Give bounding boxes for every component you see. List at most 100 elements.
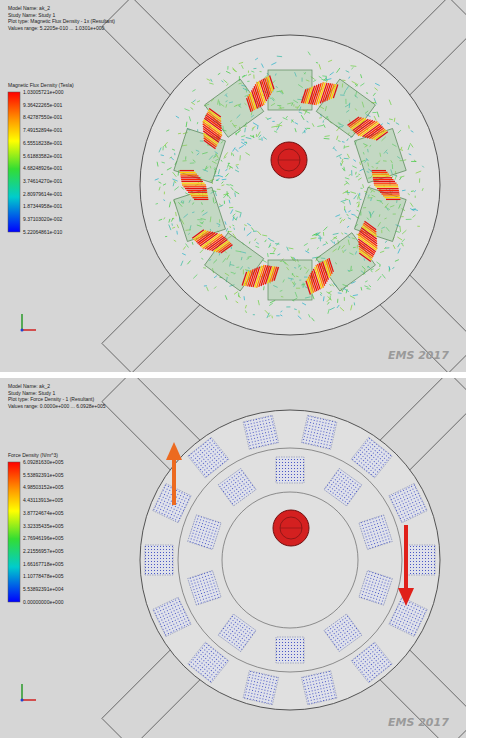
flux-vector [416,171,422,173]
axis-triad [21,684,37,702]
flux-vector [253,135,254,138]
flux-vector [228,231,232,232]
scale-value: 2.80979614e-001 [23,192,62,197]
flux-band [385,197,401,198]
flux-vector [178,133,181,135]
flux-vector [338,292,342,294]
flux-vector [350,296,355,299]
shaft-line [280,528,302,529]
flux-vector [197,129,198,131]
outer-magnet [153,597,191,636]
flux-vector [253,68,256,69]
flux-band [359,248,373,258]
force-dots [145,545,173,575]
flux-vector [415,196,416,198]
shaft [273,510,309,546]
force-dots [301,671,336,705]
flux-vector [226,84,228,86]
flux-vector [371,268,374,270]
flux-band [195,231,209,241]
flux-vector [374,116,376,120]
flux-vector [262,235,267,237]
flux-vector [253,314,255,315]
flux-vector [173,181,174,186]
flux-vector [173,172,177,177]
flux-vector [395,175,397,180]
flux-vector [162,162,165,164]
inner-magnet [324,614,362,651]
flux-band [374,184,398,185]
flux-vector [228,163,230,164]
flux-band [181,179,201,180]
flux-band [374,130,387,139]
flux-vector [251,227,254,230]
flux-vector [343,191,348,194]
flux-vector [307,121,309,123]
flux-vector [366,92,368,94]
flux-vector [269,243,271,248]
inner-magnet [359,515,392,550]
flux-vector [242,65,244,69]
flux-vector [184,109,189,111]
flux-vector [326,292,331,295]
flux-band [383,195,400,196]
inner-magnet [359,570,392,605]
housing [140,35,440,335]
flux-vector [330,295,331,300]
flux-vector [256,242,259,244]
flux-band [376,132,388,140]
flux-vector [401,216,403,217]
flux-vector [349,200,350,205]
flux-vector [323,232,324,236]
scale-value: 8.42787550e-001 [23,115,62,120]
flux-vector [257,231,261,235]
flux-vector [203,267,206,269]
force-arrow-head [166,442,182,460]
force-dots [188,642,229,683]
housing [140,410,440,710]
flux-vector [200,249,203,253]
scale-value: 6.09281630e+005 [23,460,63,465]
flux-vector [236,164,239,166]
force-dots [218,468,256,505]
flux-vector [275,243,279,245]
flux-band [359,253,371,261]
flux-vector [341,161,343,165]
flux-band [194,199,208,200]
flux-vector [236,217,237,220]
flux-vector [320,292,322,293]
flux-vector [358,194,360,199]
flux-band [182,183,205,184]
flux-vector [320,236,321,241]
force-arrow-head [398,588,414,606]
force-dots [218,614,256,651]
flux-vector [347,214,349,215]
magnet [355,129,407,183]
shaft-ring [280,517,302,539]
flux-vector [163,200,165,201]
scale-value: 4.98503152e+005 [23,485,63,490]
flux-vector [287,247,289,251]
flux-vector [192,90,195,92]
flux-vector [401,147,403,149]
magnet [316,233,375,291]
flux-vector [411,190,414,192]
watermark: EMS 2017 [388,350,449,361]
flux-vector [346,71,349,73]
flux-vector [403,159,406,161]
outer-magnet [351,642,392,683]
flux-vector [206,287,208,291]
force-dots [153,597,191,636]
flux-vector [233,214,236,216]
flux-vector [224,201,225,204]
outer-magnet [301,415,336,449]
flux-vector [257,132,260,137]
flux-vector [255,239,257,241]
flux-vector [172,149,175,150]
flux-vector [410,143,413,147]
flux-vector [351,214,355,215]
flux-band [374,183,397,184]
flux-vector [238,295,240,298]
flux-band [386,199,400,200]
flux-vector [357,210,359,211]
